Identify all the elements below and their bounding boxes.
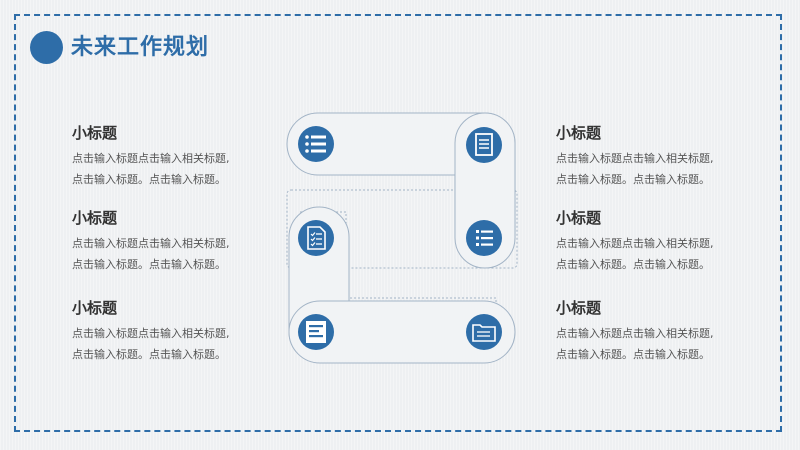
item-line-2: 点击输入标题。点击输入标题。 bbox=[72, 173, 226, 186]
title-dot-icon bbox=[30, 31, 63, 64]
item-line-1: 点击输入标题点击输入相关标题, bbox=[72, 327, 230, 340]
bottom-pill bbox=[288, 300, 516, 364]
left-item-2: 小标题 点击输入标题点击输入相关标题, 点击输入标题。点击输入标题。 bbox=[72, 207, 272, 275]
item-line-1: 点击输入标题点击输入相关标题, bbox=[556, 237, 714, 250]
item-line-1: 点击输入标题点击输入相关标题, bbox=[72, 152, 230, 165]
item-heading: 小标题 bbox=[556, 299, 602, 317]
right-item-2: 小标题 点击输入标题点击输入相关标题, 点击输入标题。点击输入标题。 bbox=[556, 207, 756, 275]
folder-icon bbox=[466, 314, 502, 350]
item-heading: 小标题 bbox=[72, 209, 118, 227]
item-line-2: 点击输入标题。点击输入标题。 bbox=[72, 258, 226, 271]
numbered-list-icon bbox=[466, 220, 502, 256]
text-block-icon bbox=[298, 314, 334, 350]
right-item-1: 小标题 点击输入标题点击输入相关标题, 点击输入标题。点击输入标题。 bbox=[556, 122, 756, 190]
item-line-1: 点击输入标题点击输入相关标题, bbox=[556, 152, 714, 165]
item-line-1: 点击输入标题点击输入相关标题, bbox=[556, 327, 714, 340]
item-heading: 小标题 bbox=[556, 209, 602, 227]
item-line-2: 点击输入标题。点击输入标题。 bbox=[72, 348, 226, 361]
dashed-frame bbox=[14, 14, 782, 432]
right-item-3: 小标题 点击输入标题点击输入相关标题, 点击输入标题。点击输入标题。 bbox=[556, 297, 756, 365]
item-heading: 小标题 bbox=[556, 124, 602, 142]
item-heading: 小标题 bbox=[72, 299, 118, 317]
item-line-2: 点击输入标题。点击输入标题。 bbox=[556, 173, 710, 186]
page-title: 未来工作规划 bbox=[71, 35, 210, 60]
left-item-1: 小标题 点击输入标题点击输入相关标题, 点击输入标题。点击输入标题。 bbox=[72, 122, 272, 190]
item-heading: 小标题 bbox=[72, 124, 118, 142]
item-line-1: 点击输入标题点击输入相关标题, bbox=[72, 237, 230, 250]
document-icon bbox=[466, 127, 502, 163]
item-line-2: 点击输入标题。点击输入标题。 bbox=[556, 258, 710, 271]
item-line-2: 点击输入标题。点击输入标题。 bbox=[556, 348, 710, 361]
checklist-icon bbox=[298, 220, 334, 256]
list-icon bbox=[298, 126, 334, 162]
left-item-3: 小标题 点击输入标题点击输入相关标题, 点击输入标题。点击输入标题。 bbox=[72, 297, 272, 365]
